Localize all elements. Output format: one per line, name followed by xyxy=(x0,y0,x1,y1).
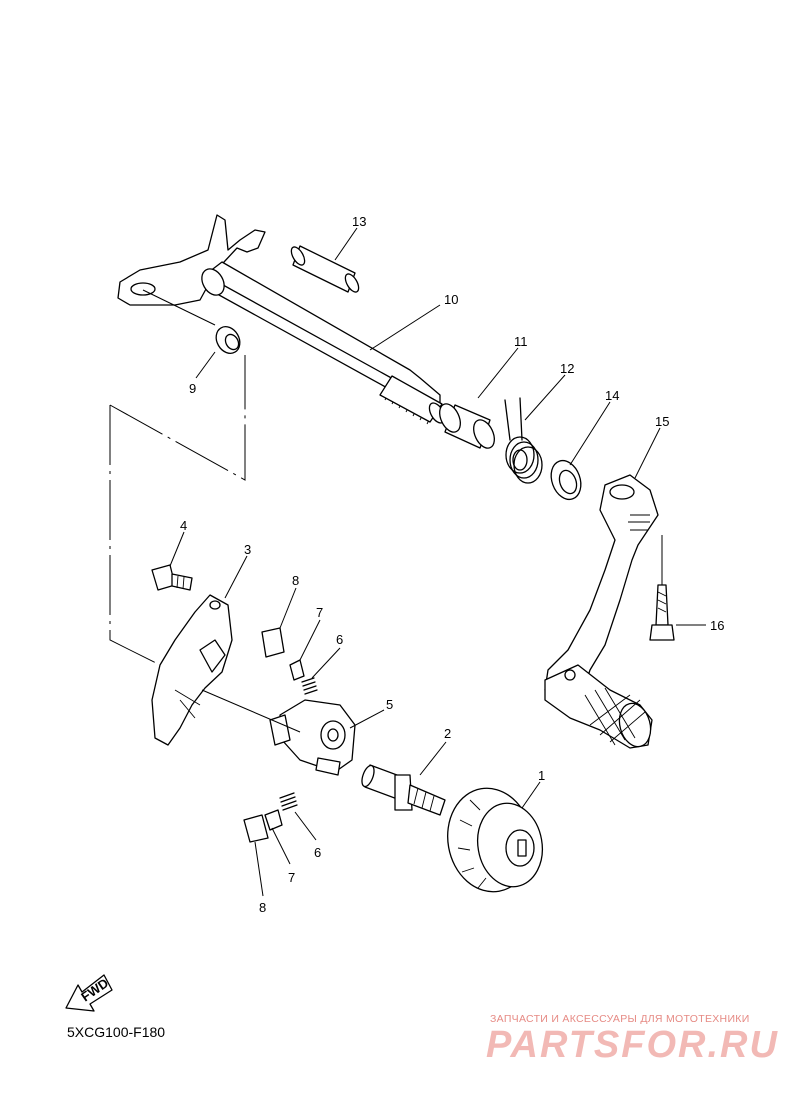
callout-1: 1 xyxy=(538,768,545,783)
callout-16: 16 xyxy=(710,618,724,633)
callout-14: 14 xyxy=(605,388,619,403)
cam-bolt xyxy=(361,764,446,816)
callout-3: 3 xyxy=(244,542,251,557)
callout-6-lower: 6 xyxy=(314,845,321,860)
callout-2: 2 xyxy=(444,726,451,741)
diagram-code: 5XCG100-F180 xyxy=(67,1024,166,1040)
callout-7-lower: 7 xyxy=(288,870,295,885)
dowel-pin xyxy=(290,245,360,293)
stopper-plate xyxy=(151,594,233,746)
oil-seal xyxy=(550,459,582,501)
watermark-tagline: ЗАПЧАСТИ И АКСЕССУАРЫ ДЛЯ МОТОТЕХНИКИ xyxy=(490,1013,750,1025)
pedal-bolt xyxy=(649,584,675,641)
callout-11: 11 xyxy=(514,334,528,349)
callout-4: 4 xyxy=(180,518,187,533)
callout-8-upper: 8 xyxy=(292,573,299,588)
callout-5: 5 xyxy=(386,697,393,712)
callout-10: 10 xyxy=(444,292,458,307)
shift-pedal xyxy=(544,474,659,749)
leader-lines xyxy=(142,227,706,897)
bolt-4 xyxy=(151,564,193,591)
watermark-logo: PARTSFOR.RU xyxy=(486,1024,779,1066)
callout-15: 15 xyxy=(655,414,669,429)
callout-6-upper: 6 xyxy=(336,632,343,647)
callout-9: 9 xyxy=(189,381,196,396)
shift-cam xyxy=(269,699,356,776)
detent-parts-upper xyxy=(261,627,318,695)
callout-7-upper: 7 xyxy=(316,605,323,620)
shift-shaft xyxy=(117,214,446,425)
detent-parts-lower xyxy=(243,792,298,843)
callout-13: 13 xyxy=(352,214,366,229)
washer-9 xyxy=(215,326,241,354)
fwd-arrow: FWD xyxy=(65,974,113,1012)
shift-drum-segment xyxy=(447,787,543,893)
callout-12: 12 xyxy=(560,361,574,376)
collar xyxy=(439,403,495,449)
callout-labels: 1 2 3 4 5 6 6 7 7 8 8 9 10 11 12 13 14 1… xyxy=(180,214,724,915)
torsion-spring xyxy=(504,397,543,484)
callout-8-lower: 8 xyxy=(259,900,266,915)
